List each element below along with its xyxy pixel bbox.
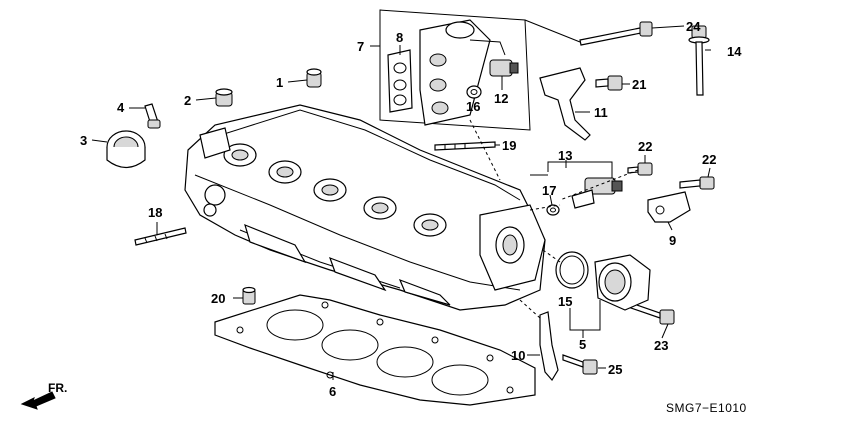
spool-valve [419,19,506,126]
callout-labels: 1 2 3 4 5 6 7 8 9 10 11 12 13 14 15 16 1… [80,19,742,399]
bolt-14 [688,25,710,96]
callout-12: 12 [494,91,508,106]
bolt-22-upper [627,162,653,176]
spool-valve-assembly-box [379,9,531,131]
callout-19: 19 [502,138,516,153]
callout-23: 23 [654,338,668,353]
water-outlet-gasket [555,251,589,289]
callout-4: 4 [117,100,125,115]
callout-3: 3 [80,133,87,148]
callout-11: 11 [594,105,608,120]
arrow-icon [20,391,56,410]
spool-valve-gasket [387,49,413,113]
callout-7: 7 [357,39,364,54]
sealing-plug [215,88,233,107]
callout-2: 2 [184,93,191,108]
callout-6: 6 [329,384,336,399]
diagram-code: SMG7−E1010 [666,401,747,415]
callout-15: 15 [558,294,572,309]
o-ring-17 [546,204,560,216]
oil-seal-cap [106,130,146,169]
callout-18: 18 [148,205,162,220]
callout-5: 5 [579,337,586,352]
callout-16: 16 [466,99,480,114]
head-gasket [214,294,536,406]
front-direction-arrow: FR. [20,381,67,410]
dowel-pin [242,286,256,305]
callout-24: 24 [686,19,701,34]
bolt-25 [562,354,598,375]
callout-22-right: 22 [702,152,716,167]
callout-9: 9 [669,233,676,248]
bolt-21 [595,75,623,91]
callout-14: 14 [727,44,742,59]
bolt-22-right [679,176,715,190]
oil-pressure-switch [489,59,519,77]
callout-21: 21 [632,77,646,92]
harness-bracket-10 [539,311,559,382]
callout-25: 25 [608,362,622,377]
engine-hanger-bracket [647,191,691,223]
callout-8: 8 [396,30,403,45]
o-ring-16 [466,85,482,99]
stud-bolt-18 [134,227,187,246]
callout-10: 10 [511,348,525,363]
front-direction-label: FR. [48,381,67,395]
cylinder-head [184,104,546,311]
callout-13: 13 [558,148,572,163]
callout-1: 1 [276,75,283,90]
bolt-23 [627,301,675,325]
leader-lines [91,19,711,380]
callout-17: 17 [542,183,556,198]
temperature-sensor [144,103,161,129]
stud-bolt-19 [434,141,496,151]
bolt-24 [579,21,653,46]
harness-bracket-11 [539,67,591,141]
water-outlet [594,254,651,311]
callout-20: 20 [211,291,225,306]
cam-position-sensor [571,177,623,209]
spark-plug-tube-seal [306,68,322,88]
callout-22-upper: 22 [638,139,652,154]
